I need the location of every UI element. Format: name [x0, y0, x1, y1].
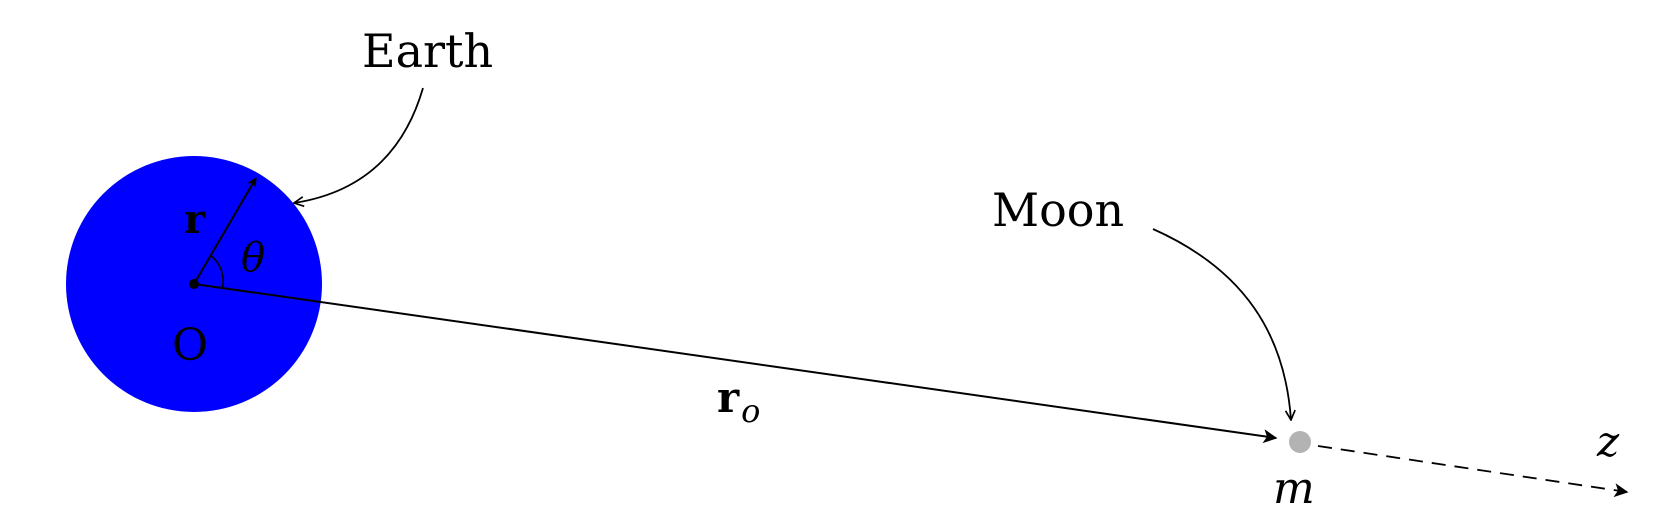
ro-subscript-label: o — [741, 392, 760, 430]
earth-pointer-arrow — [294, 87, 424, 203]
r-vector-arrow — [193, 177, 257, 285]
theta-angle-arc — [210, 254, 224, 288]
moon-point — [1289, 431, 1311, 453]
origin-label: O — [172, 320, 208, 371]
earth-label: Earth — [362, 24, 493, 78]
r-vector-label: r — [184, 196, 206, 243]
ro-main-label: r — [717, 373, 740, 422]
z-axis-label: z — [1596, 417, 1620, 466]
moon-label: Moon — [992, 183, 1124, 237]
ro-vector-arrow — [193, 283, 1278, 444]
mass-label: m — [1273, 463, 1315, 514]
ro-vector-label: ro — [717, 373, 760, 430]
z-axis-arrow — [1317, 445, 1629, 498]
theta-label: θ — [241, 235, 265, 281]
moon-pointer-arrow — [1152, 228, 1291, 420]
